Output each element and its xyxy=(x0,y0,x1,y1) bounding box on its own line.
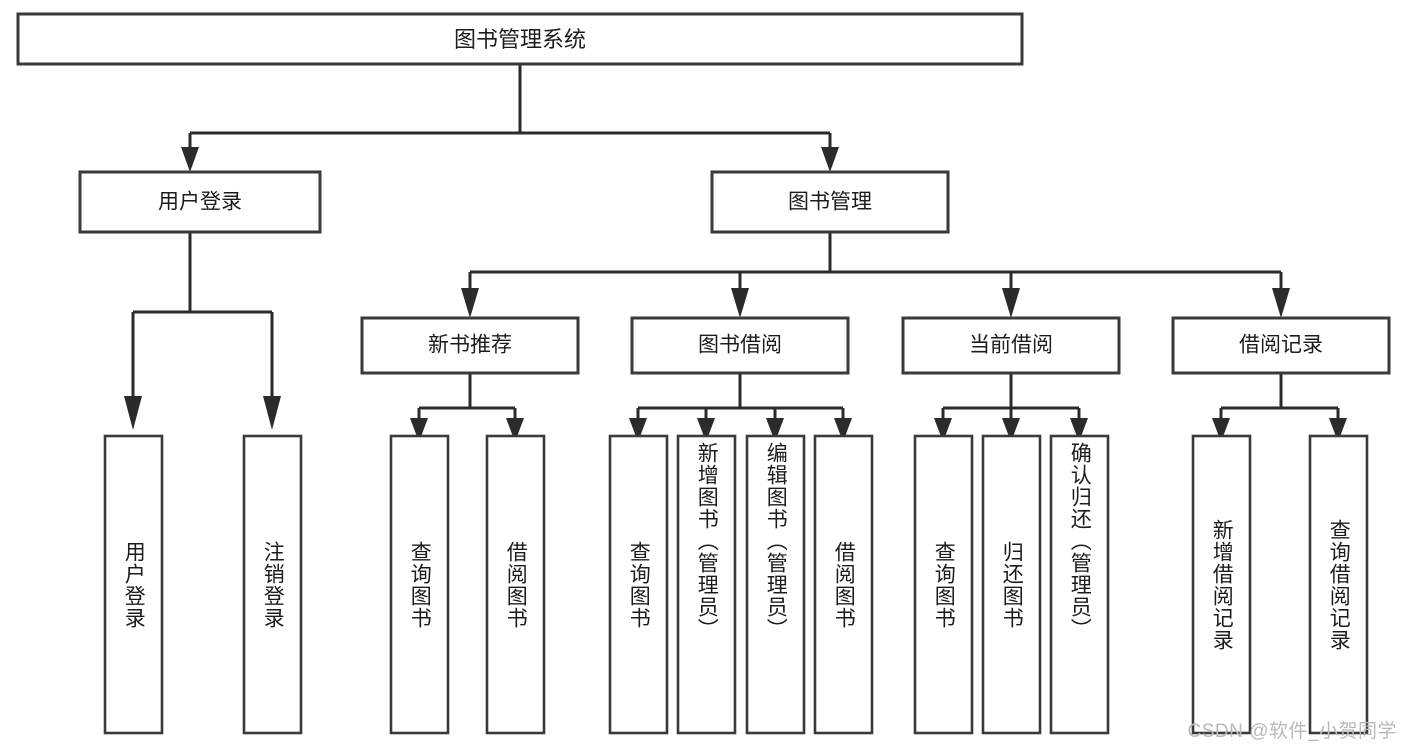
node-root[interactable]: 图书管理系统 xyxy=(16,12,1024,66)
arrow-head-leaf-add-book xyxy=(697,418,715,442)
arrow-head-leaf-borrow-book-1 xyxy=(506,418,524,442)
watermark-text: CSDN @软件_小贺同学 xyxy=(1187,721,1397,742)
arrow-head-leaf-query-book-1 xyxy=(410,418,428,442)
node-user-login-label: 用户登录 xyxy=(158,191,242,214)
node-root-box xyxy=(16,12,1024,66)
arrow-head-user-login xyxy=(181,147,199,172)
arrow-head-leaf-user-login xyxy=(124,396,142,430)
node-current-borrow-box xyxy=(901,316,1121,375)
node-leaf-add-record-box[interactable] xyxy=(1191,434,1252,735)
node-borrow-record-label: 借阅记录 xyxy=(1239,334,1323,357)
arrow-head-leaf-return-book xyxy=(1002,418,1020,442)
arrow-head-leaf-query-book-2 xyxy=(629,418,647,442)
node-current-borrow[interactable]: 当前借阅 xyxy=(901,316,1121,375)
node-leaf-add-book-box[interactable] xyxy=(676,434,737,735)
node-leaf-query-record-box[interactable] xyxy=(1308,434,1369,735)
node-leaf-query-book-2-box[interactable] xyxy=(608,434,669,735)
arrow-head-leaf-query-book-3 xyxy=(934,418,952,442)
node-new-book-rec-box xyxy=(360,316,580,375)
node-book-mgmt-box xyxy=(710,170,950,234)
node-current-borrow-label: 当前借阅 xyxy=(969,334,1053,357)
arrow-head-borrow-record xyxy=(1272,288,1290,318)
node-leaf-borrow-book-2-box[interactable] xyxy=(813,434,874,735)
node-leaf-user-logout-box[interactable] xyxy=(242,434,303,735)
node-new-book-rec[interactable]: 新书推荐 xyxy=(360,316,580,375)
node-user-login[interactable]: 用户登录 xyxy=(78,170,322,234)
node-new-book-rec-label: 新书推荐 xyxy=(428,334,512,357)
node-leaf-confirm-return-box[interactable] xyxy=(1049,434,1110,735)
node-book-borrow-box xyxy=(630,316,850,375)
node-book-borrow[interactable]: 图书借阅 xyxy=(630,316,850,375)
arrow-head-leaf-add-record xyxy=(1212,418,1230,442)
node-leaf-borrow-book-1-box[interactable] xyxy=(485,434,546,735)
node-book-mgmt[interactable]: 图书管理 xyxy=(710,170,950,234)
node-borrow-record-box xyxy=(1171,316,1391,375)
node-leaf-query-book-1-box[interactable] xyxy=(389,434,450,735)
arrow-head-leaf-user-logout xyxy=(263,396,281,430)
node-book-borrow-label: 图书借阅 xyxy=(698,334,782,357)
node-borrow-record[interactable]: 借阅记录 xyxy=(1171,316,1391,375)
arrow-head-book-borrow xyxy=(731,288,749,318)
arrow-head-book-mgmt xyxy=(821,147,839,172)
node-book-mgmt-label: 图书管理 xyxy=(788,191,872,214)
node-leaf-edit-book-box[interactable] xyxy=(745,434,806,735)
node-leaf-return-book-box[interactable] xyxy=(981,434,1042,735)
arrow-head-new-book-rec xyxy=(461,288,479,318)
arrow-head-leaf-confirm-return xyxy=(1070,418,1088,442)
arrow-head-leaf-query-record xyxy=(1329,418,1347,442)
node-root-label: 图书管理系统 xyxy=(454,27,586,52)
arrow-head-leaf-borrow-book-2 xyxy=(834,418,852,442)
node-leaf-user-login-box[interactable] xyxy=(103,434,164,735)
arrow-head-leaf-edit-book xyxy=(766,418,784,442)
node-leaf-query-book-3-box[interactable] xyxy=(913,434,974,735)
connector-layer xyxy=(124,64,1347,442)
arrow-head-current-borrow xyxy=(1002,288,1020,318)
node-user-login-box xyxy=(78,170,322,234)
